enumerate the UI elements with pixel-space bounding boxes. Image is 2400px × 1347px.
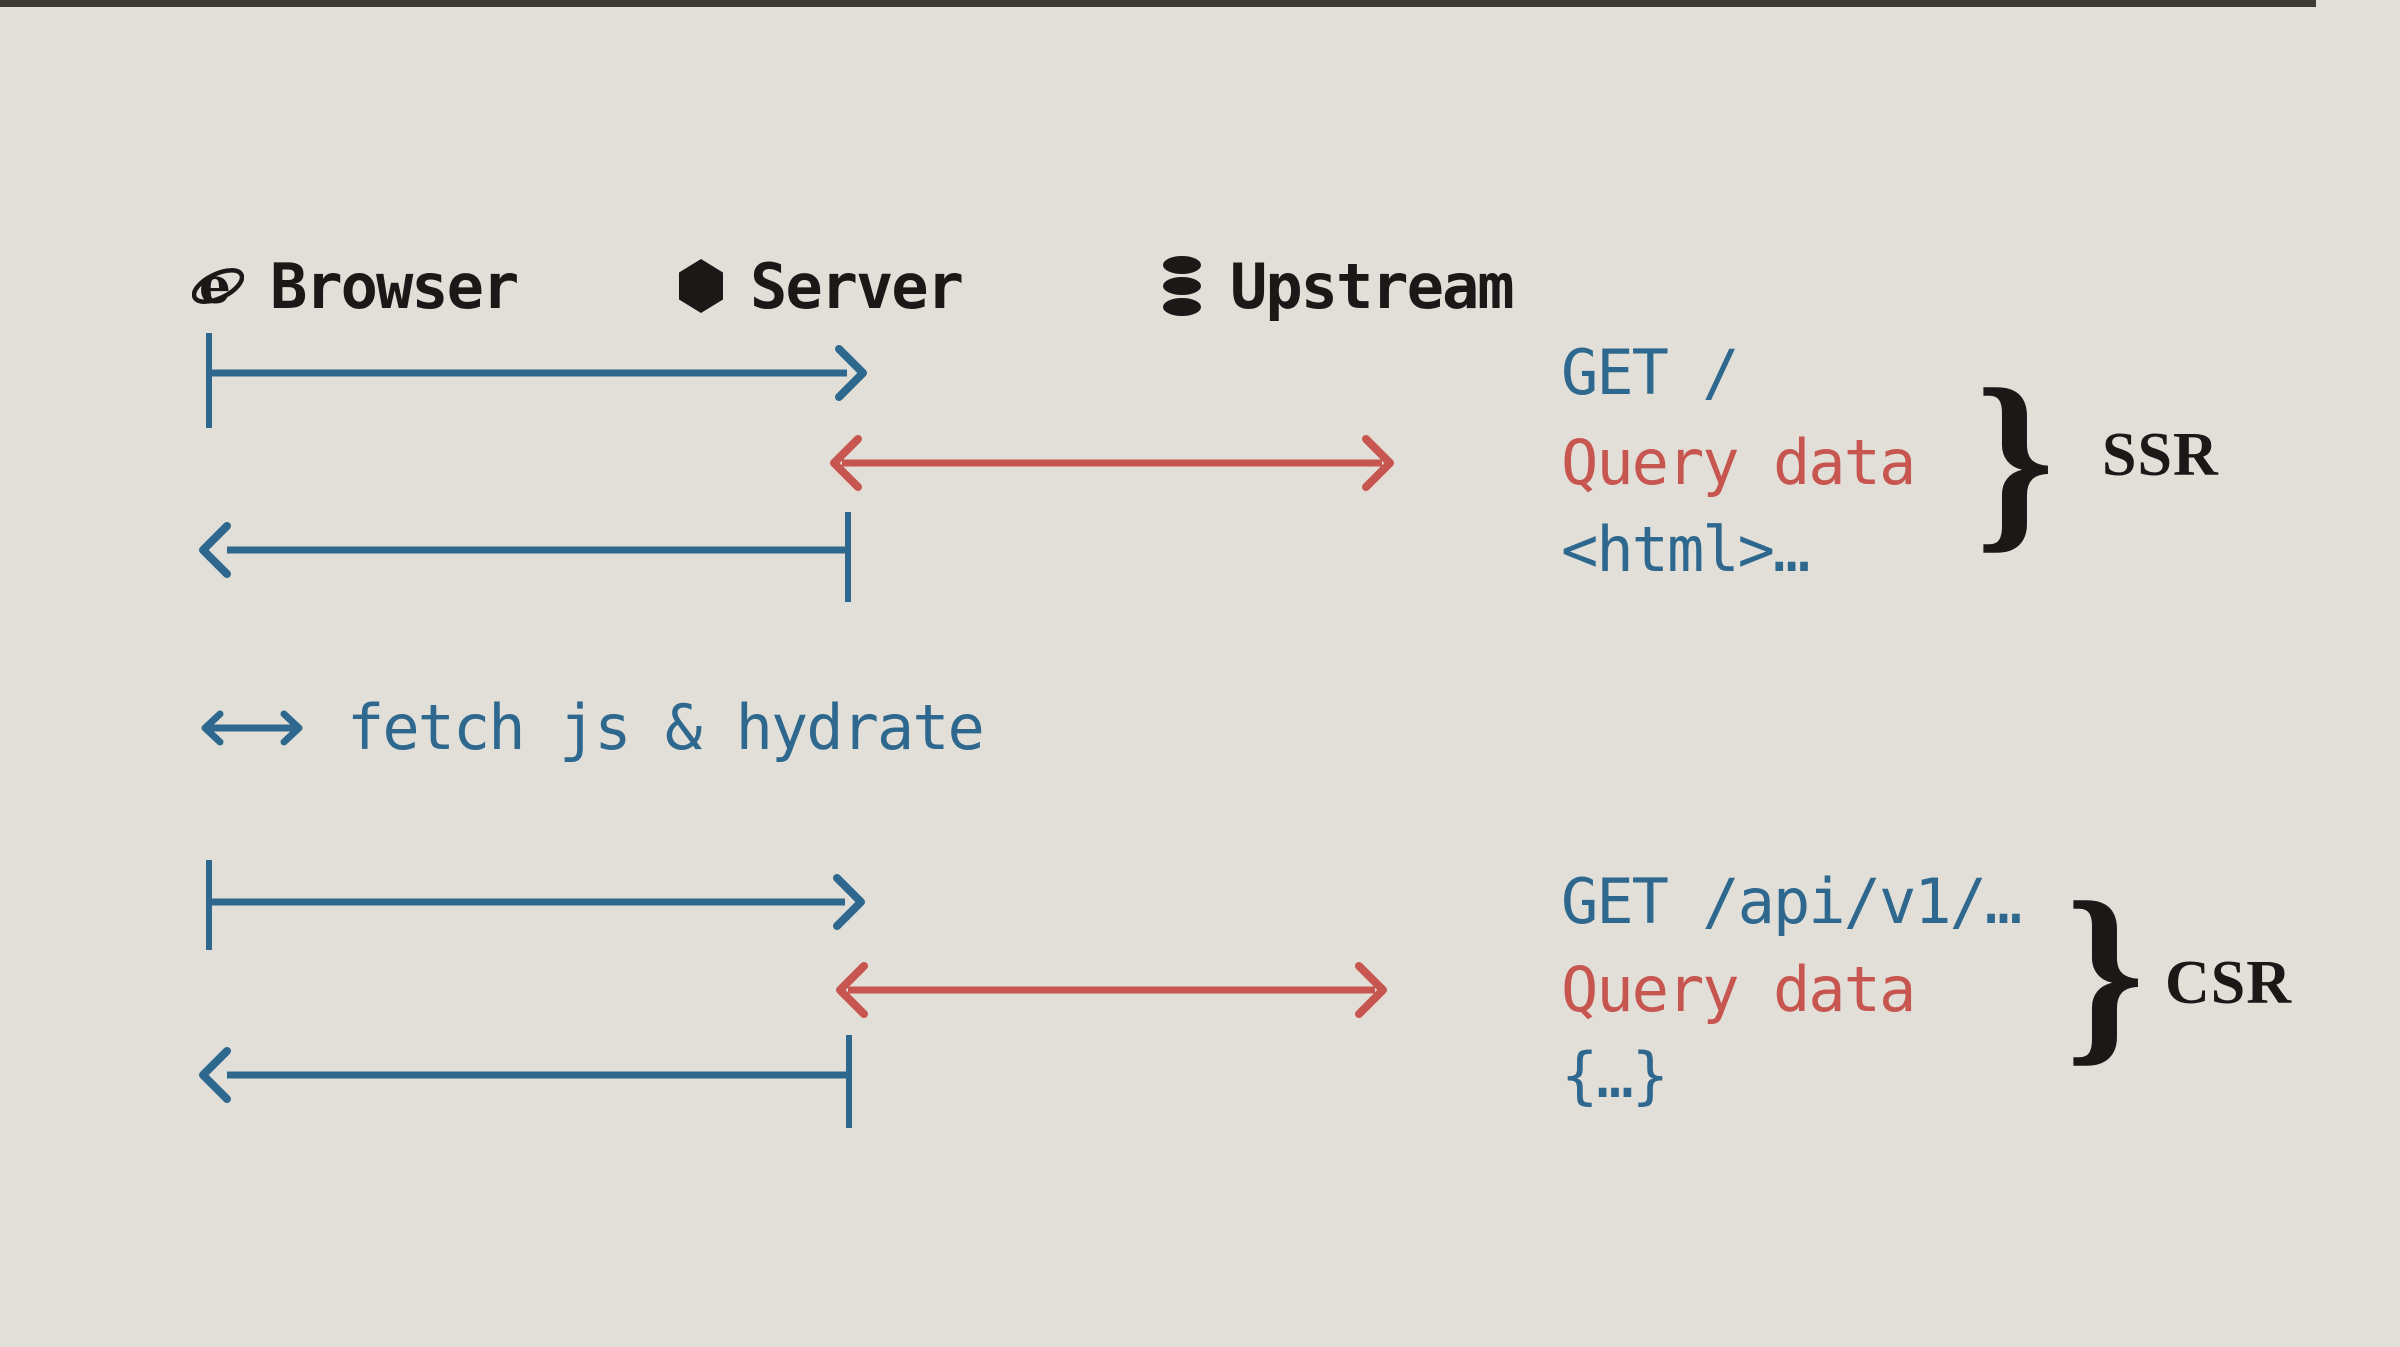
csr-response-arrow-server-to-browser [199,1035,852,1128]
server-hexagon-icon [678,258,724,314]
bidirectional-arrow-icon [201,710,303,746]
actor-label-upstream: Upstream [1230,249,1515,323]
ssr-group-label: SSR [2102,421,2219,489]
csr-line-query-data: Query data [1561,953,1916,1026]
actor-label-browser: Browser [270,249,519,323]
csr-request-arrow-browser-to-server [206,860,865,950]
actor-browser: e Browser [192,249,519,323]
csr-line-get-api: GET /api/v1/… [1561,865,2022,938]
browser-globe-icon: e [192,255,244,317]
ssr-line-query-data: Query data [1561,426,1916,499]
hydrate-note-text: fetch js & hydrate [347,691,985,764]
hydrate-note: fetch js & hydrate [195,691,985,764]
csr-group-label: CSR [2165,949,2293,1017]
actor-server: Server [678,249,964,323]
ssr-upstream-arrow-server-to-upstream [830,435,1394,491]
ssr-group-brace: } [1975,349,2055,570]
csr-group-brace: } [2065,862,2145,1083]
ssr-response-arrow-server-to-browser [199,512,851,602]
ssr-line-get: GET / [1561,336,1740,409]
ssr-line-html: <html>… [1561,513,1810,586]
svg-text:e: e [199,256,231,315]
csr-line-json: {…} [1561,1039,1669,1112]
actor-label-server: Server [750,249,964,323]
video-progress-bar[interactable] [0,0,2316,7]
csr-upstream-arrow-server-to-upstream [836,962,1387,1018]
upstream-database-icon [1160,255,1204,317]
ssr-request-arrow-browser-to-server [206,333,867,428]
actor-upstream: Upstream [1160,249,1515,323]
